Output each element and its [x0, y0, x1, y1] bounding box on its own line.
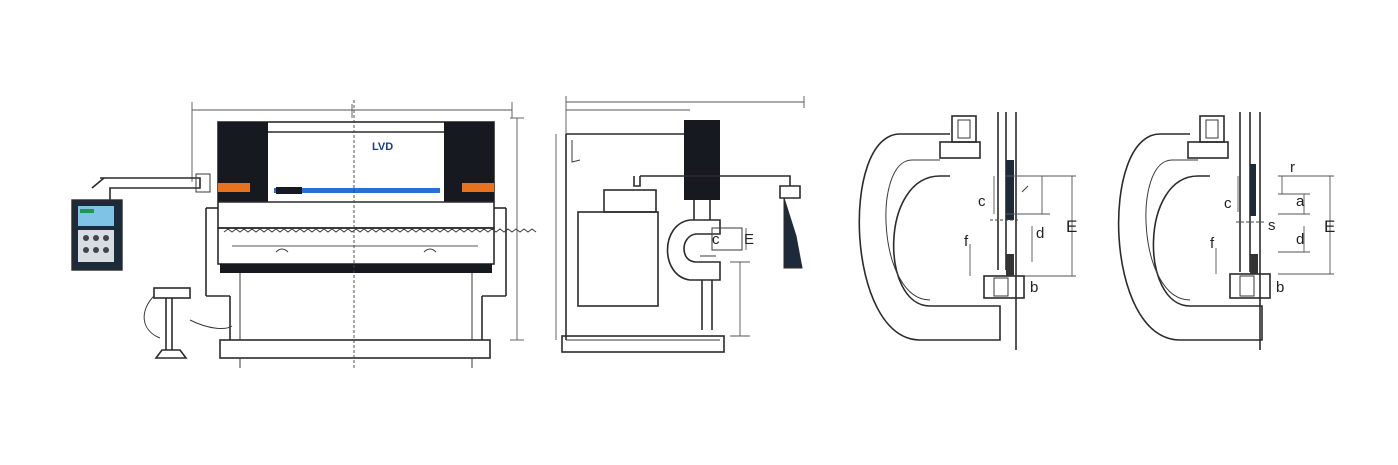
label-b2: b	[1276, 279, 1284, 296]
svg-text:c: c	[712, 231, 720, 248]
label-c: c	[978, 193, 986, 210]
label-r: r	[1290, 159, 1295, 176]
detail-left: c d E f b	[858, 112, 1077, 350]
lower-beam-bar	[220, 264, 492, 273]
label-c2: c	[1224, 195, 1232, 212]
label-d: d	[1036, 225, 1044, 242]
label-b: b	[1030, 279, 1038, 296]
detail-right: r c a s d E f b	[1117, 112, 1335, 350]
label-s: s	[1268, 217, 1276, 234]
svg-text:E: E	[744, 231, 754, 248]
label-f: f	[964, 233, 969, 250]
label-d2: d	[1296, 231, 1304, 248]
brand-logo: LVD	[372, 141, 393, 153]
label-E: E	[1066, 217, 1077, 236]
label-a: a	[1296, 193, 1305, 210]
ram-band	[274, 188, 440, 193]
label-f2: f	[1210, 235, 1215, 252]
right-warning-strip	[462, 183, 494, 192]
side-view: c E	[555, 96, 805, 353]
control-panel-icon	[71, 199, 123, 271]
side-column-cover	[684, 120, 720, 200]
label-E2: E	[1324, 217, 1335, 236]
front-view: LVD	[71, 100, 537, 368]
foot-pedal-icon	[143, 287, 233, 359]
left-warning-strip	[218, 183, 250, 192]
